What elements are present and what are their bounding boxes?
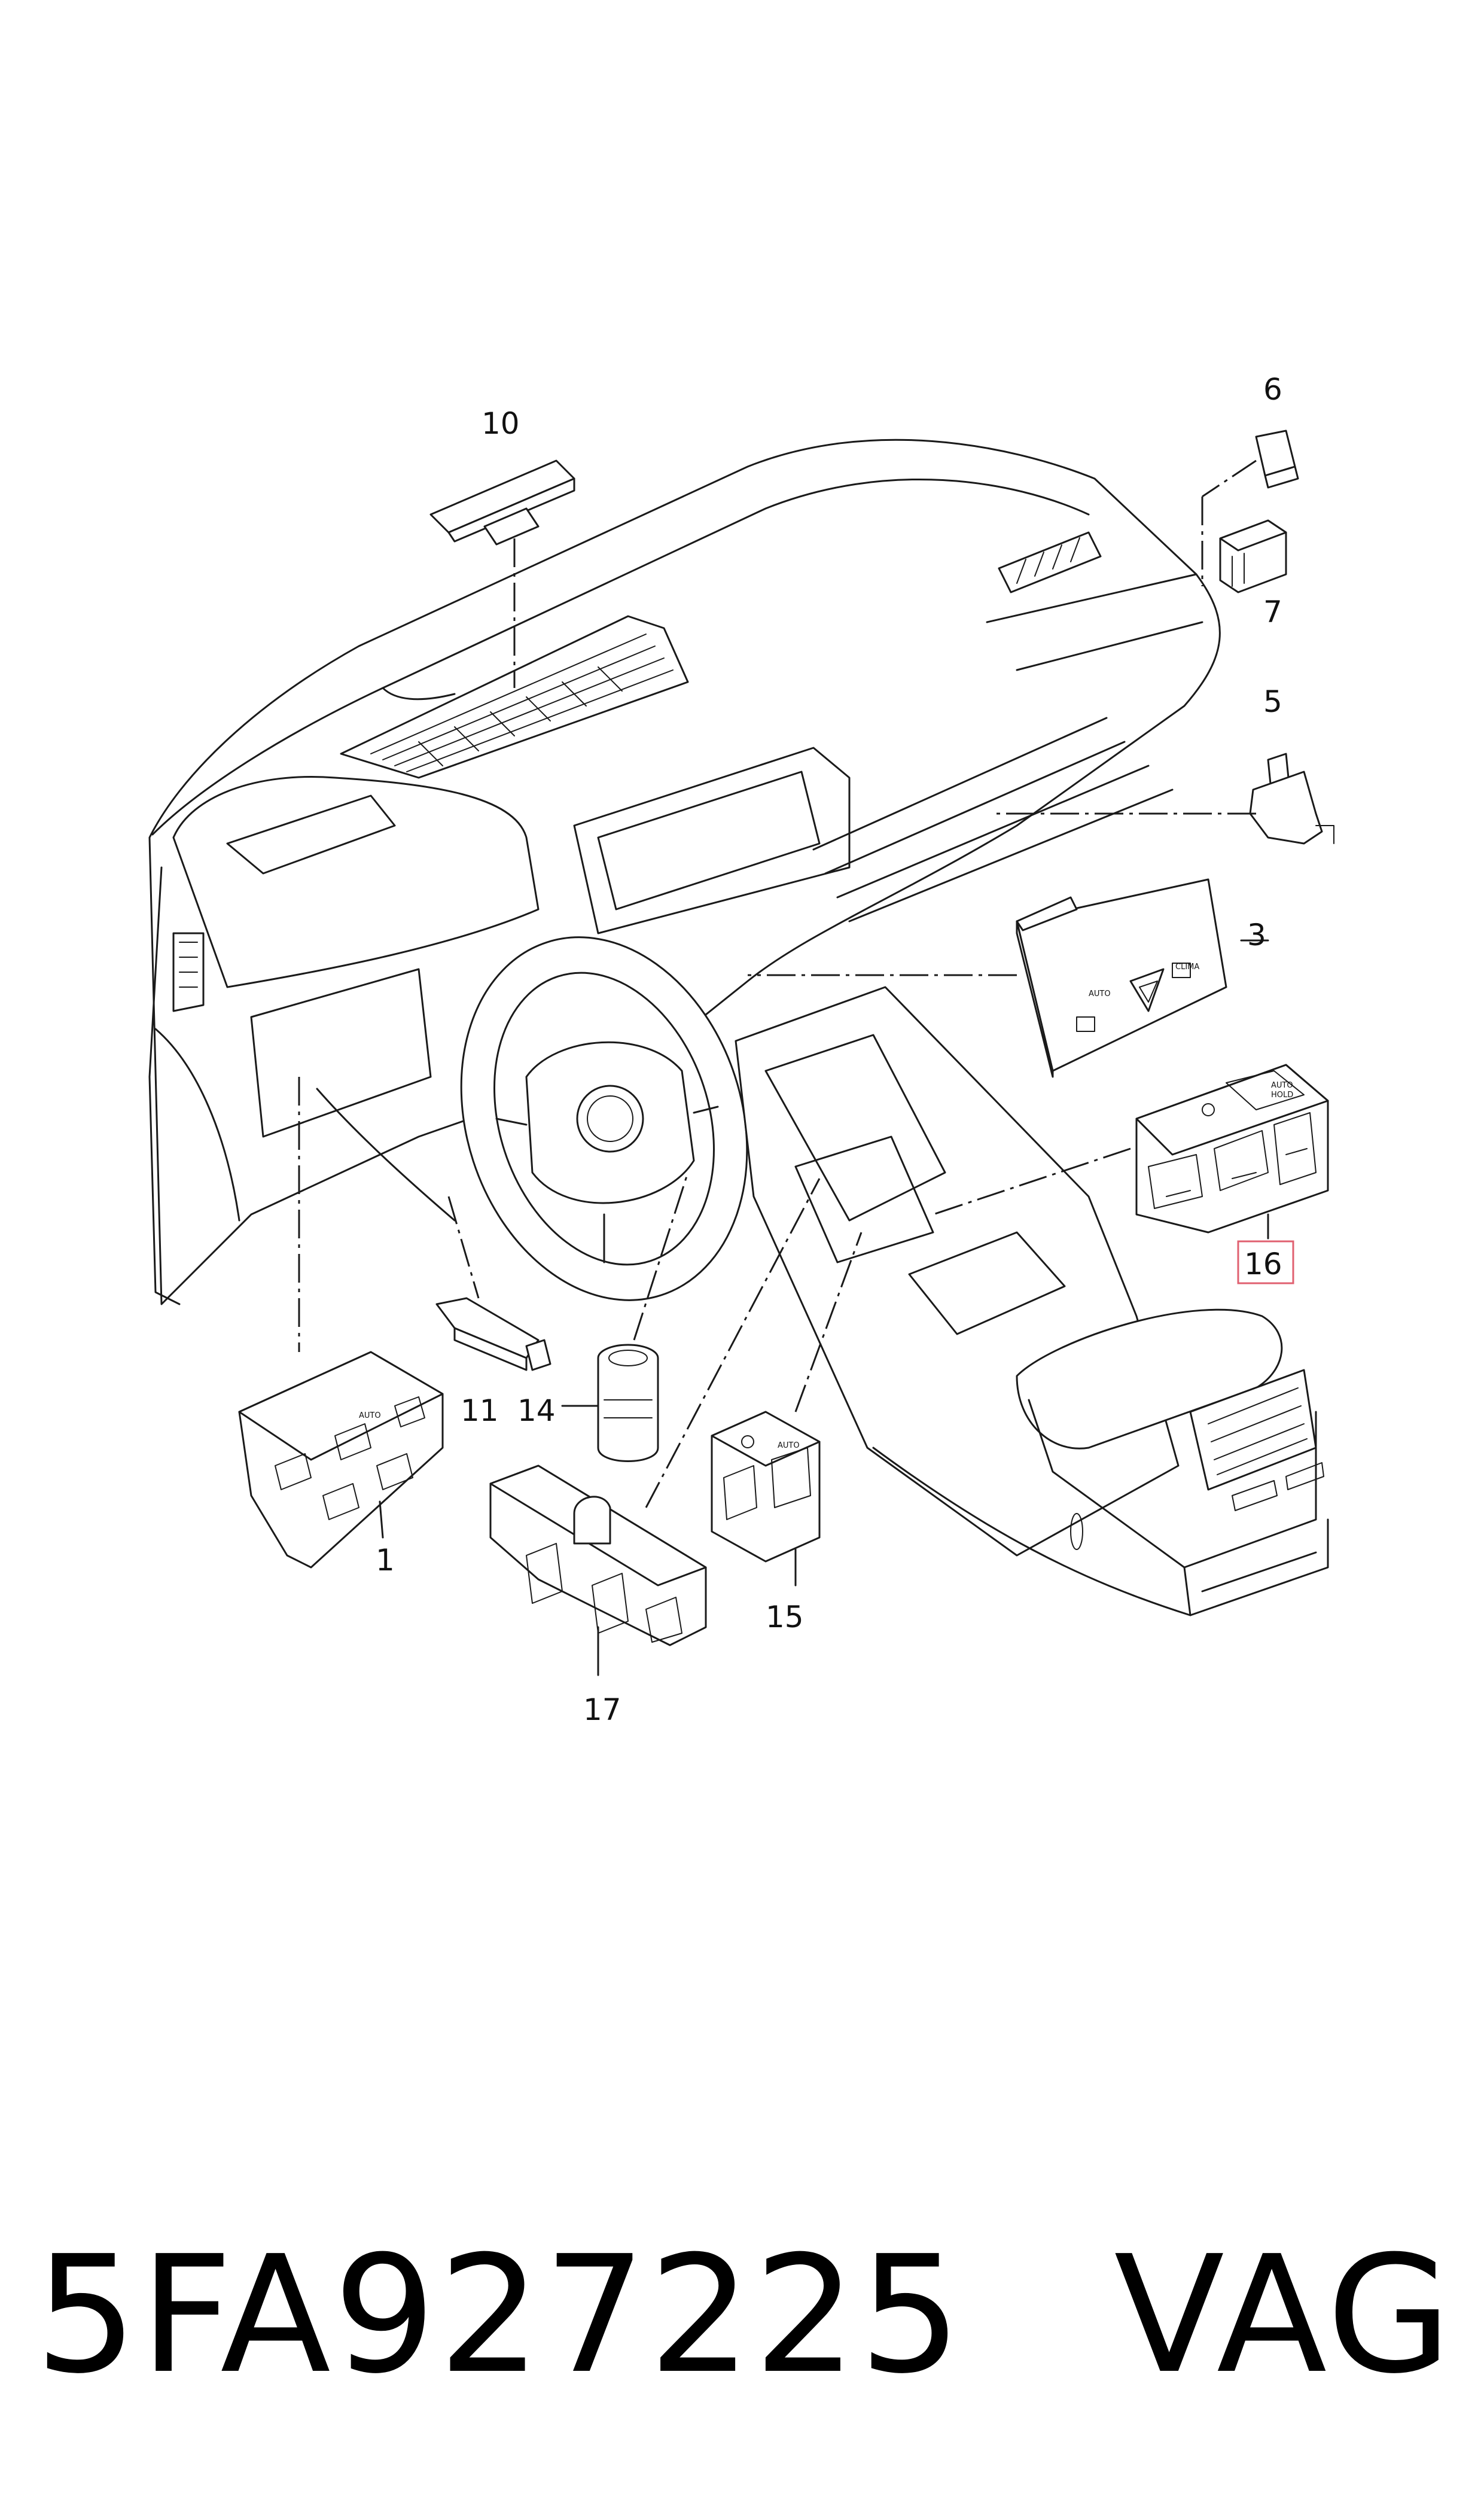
callout-1: 1 [376, 1543, 395, 1578]
callout-15: 15 [766, 1600, 804, 1634]
part-5-sensor [1249, 753, 1334, 845]
parking-switch-auto-label: AUTO [778, 1441, 800, 1450]
part-17-gear-selector [489, 1464, 707, 1646]
brand-name: VAG [1114, 2221, 1454, 2409]
part-3-hazard-climate-panel: CLIMA AUTO [1016, 878, 1227, 1078]
auto-hold-label-bottom: HOLD [1271, 1091, 1293, 1100]
auto-switch-label: AUTO [1089, 989, 1111, 998]
part-15-parking-brake-switch: AUTO [711, 1411, 821, 1563]
callout-17: 17 [583, 1692, 621, 1727]
exploded-parts-diagram: CLIMA AUTO AUTO HOLD AUTO [148, 372, 1334, 1727]
part-14-start-stop-button [597, 1344, 659, 1462]
part-number: 5FA927225 [35, 2221, 964, 2409]
callout-7: 7 [1263, 595, 1282, 629]
dashboard-illustration [148, 439, 1221, 1305]
callout-11: 11 [461, 1393, 499, 1428]
auto-hold-label-top: AUTO [1271, 1081, 1293, 1090]
footer: 5FA927225 VAG [0, 2213, 1484, 2417]
callout-5: 5 [1263, 684, 1282, 719]
part-16-auto-hold-switch: AUTO HOLD [1135, 1064, 1329, 1234]
center-console-illustration [735, 986, 1329, 1616]
light-switch-auto-label: AUTO [359, 1411, 381, 1420]
climate-switch-label: CLIMA [1175, 963, 1199, 972]
callout-3: 3 [1247, 918, 1266, 952]
callout-10: 10 [482, 406, 520, 441]
part-6-small-switch [1255, 430, 1299, 489]
part-7-switch-module [1219, 519, 1287, 593]
callouts: 10 6 7 5 3 16 1 11 14 15 17 [376, 372, 1294, 1727]
callout-14: 14 [517, 1393, 556, 1428]
callout-16: 16 [1244, 1247, 1282, 1281]
leader-lines [298, 459, 1269, 1676]
callout-6: 6 [1263, 372, 1282, 407]
part-1-light-switch-panel: AUTO [238, 1351, 444, 1569]
part-11-bracket [435, 1297, 551, 1371]
callout-16-highlight-box [1237, 1240, 1294, 1284]
part-10-sensor-cover [429, 459, 575, 546]
